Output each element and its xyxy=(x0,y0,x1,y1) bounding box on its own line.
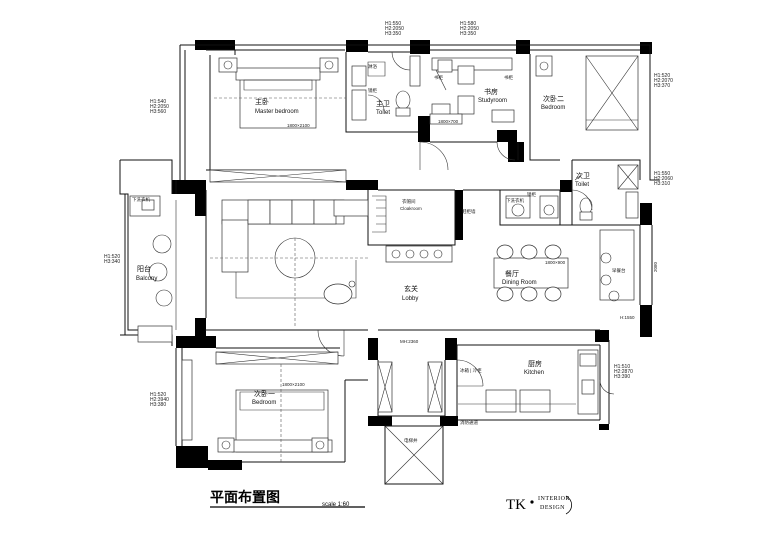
h-right-toilet-1: H1:550 xyxy=(654,171,670,177)
master-label-en: Master bedroom xyxy=(255,109,299,115)
h-left-master-1: H1:540 xyxy=(150,99,166,105)
h-top-left-1: H1:550 xyxy=(385,21,401,27)
h-right-kitchen-3: H3:390 xyxy=(614,374,630,380)
h-top-left-3: H3:350 xyxy=(385,31,401,37)
plan-title: 平面布置图 xyxy=(210,489,280,506)
note-washer2: 下洗衣机 xyxy=(506,197,524,204)
note-cabinet1: 书柜 xyxy=(434,74,443,81)
note-h150: H:1550 xyxy=(620,315,635,320)
master-label-zh: 主卧 xyxy=(255,97,269,106)
bedroom2-label-en: Bedroom xyxy=(541,105,565,111)
cloak-label-zh: 衣帽间 xyxy=(402,198,416,205)
h-left-bedroom-3: H3:380 xyxy=(150,402,166,408)
dining-table-size: 1800×900 xyxy=(545,260,566,265)
toilet2-label-en: Toilet xyxy=(575,182,589,188)
note-mh: MH:2360 xyxy=(400,339,419,344)
h-right-toilet-2: H2:2060 xyxy=(654,176,673,182)
doors xyxy=(317,51,615,395)
note-washer: 下洗衣机 xyxy=(132,196,150,203)
h-left-bedroom-2: H2:3940 xyxy=(150,397,169,403)
dining-furniture xyxy=(493,229,635,302)
h-right-top-3: H3:370 xyxy=(654,83,670,89)
breakfast-label: 早餐台 xyxy=(612,267,626,274)
h-left-master-3: H3:560 xyxy=(150,109,166,115)
brand-arc-icon xyxy=(565,495,572,515)
note-2080: 2080 xyxy=(653,261,658,272)
note-cabinet2: 书柜 xyxy=(504,74,513,81)
study-furniture xyxy=(429,57,515,125)
kitchen-label-zh: 厨房 xyxy=(528,359,542,368)
h-right-kitchen-2: H2:2870 xyxy=(614,369,633,375)
h-right-kitchen-1: H1:510 xyxy=(614,364,630,370)
note-mirror: 镜柜 xyxy=(368,87,377,94)
cloak-label-en: Cloakroom xyxy=(400,206,422,211)
bedroom2-label-zh: 次卧二 xyxy=(543,94,564,103)
h-left-master-2: H2:2050 xyxy=(150,104,169,110)
brand-dot-icon xyxy=(530,500,534,504)
elevator-label: 电梯井 xyxy=(404,437,418,444)
h-right-top-1: H1:520 xyxy=(654,73,670,79)
bedroom1-furniture xyxy=(181,351,339,462)
toilet2-label-zh: 次卫 xyxy=(576,171,590,180)
study-label-en: Studyroom xyxy=(478,98,507,104)
walls xyxy=(172,40,652,470)
master-toilet-fixtures xyxy=(351,55,421,121)
master-bedroom-furniture xyxy=(209,57,347,183)
toilet1-label-zh: 主卫 xyxy=(376,99,390,108)
h-right-toilet-3: H3:310 xyxy=(654,181,670,187)
bedroom2-furniture xyxy=(535,55,639,131)
note-shower: 淋浴 xyxy=(368,63,377,70)
room-labels: 主卧 Master bedroom 1800×2100 主卫 Toilet 书房… xyxy=(136,87,626,444)
annotations: 淋浴 镜柜 书柜 书柜 下洗衣机 下洗衣机 镜柜 鞋柜墙 MH:2360 消防通… xyxy=(132,63,658,426)
bedroom1-bed-size: 1800×2100 xyxy=(282,382,305,387)
balcony-furniture xyxy=(129,195,177,343)
study-label-zh: 书房 xyxy=(484,87,498,96)
lobby-label-en: Lobby xyxy=(402,296,418,302)
living-furniture xyxy=(210,199,369,328)
brand-bottom: DESIGN xyxy=(540,505,565,511)
footer: 平面布置图 scale 1:60 TK INTERIOR DESIGN xyxy=(210,489,572,515)
balcony-label-zh: 阳台 xyxy=(137,264,151,273)
toilet1-label-en: Toilet xyxy=(376,110,390,116)
brand-top: INTERIOR xyxy=(538,496,570,502)
cloakroom-fixtures xyxy=(372,195,453,263)
h-top-right-2: H2:2050 xyxy=(460,26,479,32)
balcony-label-en: Balcony xyxy=(136,276,157,282)
h-right-top-2: H2:2070 xyxy=(654,78,673,84)
h-left-bedroom-1: H1:520 xyxy=(150,392,166,398)
brand-letters: TK xyxy=(506,497,526,513)
h-left-balcony-1: H1:520 xyxy=(104,254,120,260)
note-fire: 消防通道 xyxy=(460,419,478,426)
bedroom1-label-zh: 次卧一 xyxy=(254,389,275,398)
plan-scale: scale 1:60 xyxy=(322,502,350,508)
dining-label-zh: 餐厅 xyxy=(505,269,519,278)
laundry-cabinets xyxy=(505,195,559,219)
h-top-left-2: H2:2050 xyxy=(385,26,404,32)
lobby-label-zh: 玄关 xyxy=(404,284,418,293)
note-oven: 冰箱 | 冷柜 xyxy=(460,367,482,374)
note-mirror2: 镜柜 xyxy=(527,191,536,198)
h-left-balcony-2: H3:340 xyxy=(104,259,120,265)
study-desk-size: 1800×700 xyxy=(438,119,459,124)
toilet2-fixtures xyxy=(574,164,639,221)
h-top-right-3: H3:350 xyxy=(460,31,476,37)
bedroom1-label-en: Bedroom xyxy=(252,400,276,406)
h-top-right-1: H1:580 xyxy=(460,21,476,27)
height-labels: H1:550 H2:2050 H3:350 H1:580 H2:2050 H3:… xyxy=(104,21,673,408)
dining-label-en: Dining Room xyxy=(502,280,537,286)
note-shoe: 鞋柜墙 xyxy=(462,208,476,215)
master-bed-size: 1800×2100 xyxy=(287,123,310,128)
kitchen-fixtures xyxy=(377,349,599,415)
kitchen-label-en: Kitchen xyxy=(524,370,544,376)
